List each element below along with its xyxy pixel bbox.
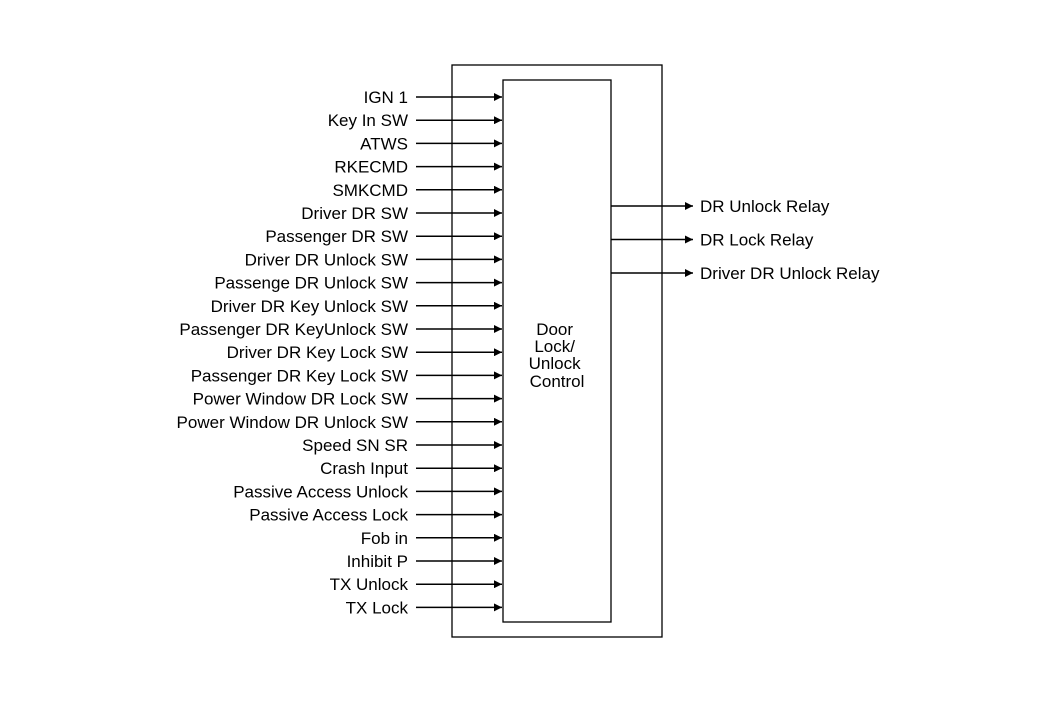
- input-label: ATWS: [360, 134, 408, 153]
- input-label: Passenger DR KeyUnlock SW: [179, 320, 408, 339]
- input-label: Key In SW: [328, 111, 408, 130]
- input-label: Driver DR SW: [301, 204, 408, 223]
- input-label: Passenger DR Key Lock SW: [191, 366, 408, 385]
- output-label: DR Unlock Relay: [700, 197, 830, 216]
- input-label: TX Unlock: [330, 575, 409, 594]
- input-label: Crash Input: [320, 459, 408, 478]
- output-label: DR Lock Relay: [700, 231, 814, 250]
- input-label: Inhibit P: [347, 552, 408, 571]
- output-label: Driver DR Unlock Relay: [700, 264, 880, 283]
- input-label: Power Window DR Lock SW: [193, 390, 408, 409]
- control-block-label: Door Lock/ Unlock Control: [529, 320, 586, 391]
- input-label: Passive Access Unlock: [233, 482, 408, 501]
- control-block-line: Door: [536, 320, 573, 339]
- control-block-line: Unlock: [529, 354, 581, 373]
- input-label: IGN 1: [364, 88, 408, 107]
- control-block: [502, 79, 612, 623]
- input-label: Passive Access Lock: [249, 506, 408, 525]
- control-block-line: Lock/: [534, 337, 575, 356]
- input-label: Driver DR Unlock SW: [245, 250, 408, 269]
- input-label: Driver DR Key Unlock SW: [211, 297, 408, 316]
- input-label: Fob in: [361, 529, 408, 548]
- input-label: RKECMD: [334, 158, 408, 177]
- control-block-line: Control: [530, 372, 585, 391]
- input-signals: IGN 1 Key In SW ATWS RKECMD SMKCMD Driver DR …: [177, 88, 502, 617]
- input-label: Passenge DR Unlock SW: [214, 274, 408, 293]
- input-label: Passenger DR SW: [265, 227, 408, 246]
- input-label: Speed SN SR: [302, 436, 408, 455]
- input-label: TX Lock: [346, 598, 409, 617]
- input-label: Driver DR Key Lock SW: [227, 343, 408, 362]
- input-label: Power Window DR Unlock SW: [177, 413, 408, 432]
- input-label: SMKCMD: [332, 181, 408, 200]
